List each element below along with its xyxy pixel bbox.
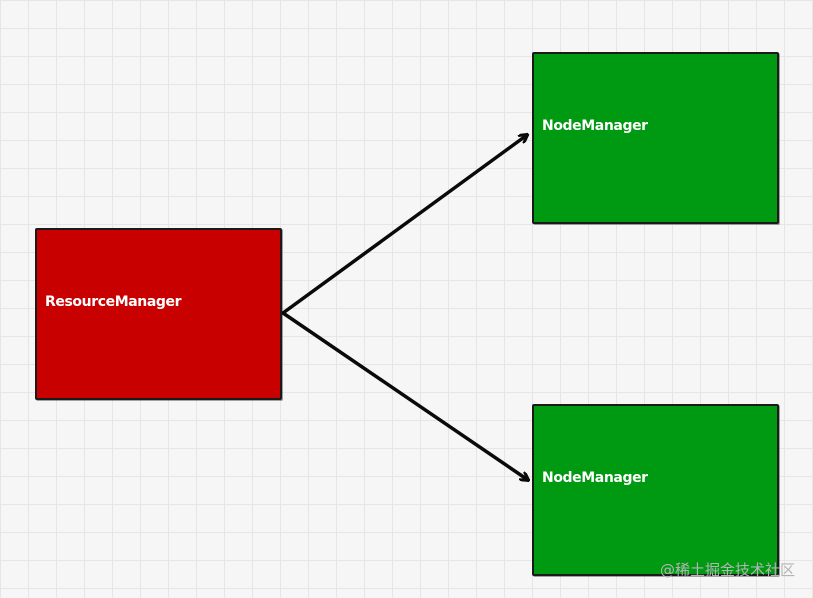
node-node-manager-2[interactable]: NodeManager (532, 404, 779, 576)
node-label: ResourceManager (45, 294, 182, 310)
edge-resource-manager-to-node-manager-2 (281, 311, 528, 480)
node-resource-manager[interactable]: ResourceManager (35, 228, 282, 400)
edge-resource-manager-to-node-manager-1 (281, 135, 527, 315)
node-label: NodeManager (542, 118, 648, 134)
node-label: NodeManager (542, 470, 648, 486)
watermark: @稀土掘金技术社区 (659, 561, 795, 579)
node-node-manager-1[interactable]: NodeManager (532, 52, 779, 224)
